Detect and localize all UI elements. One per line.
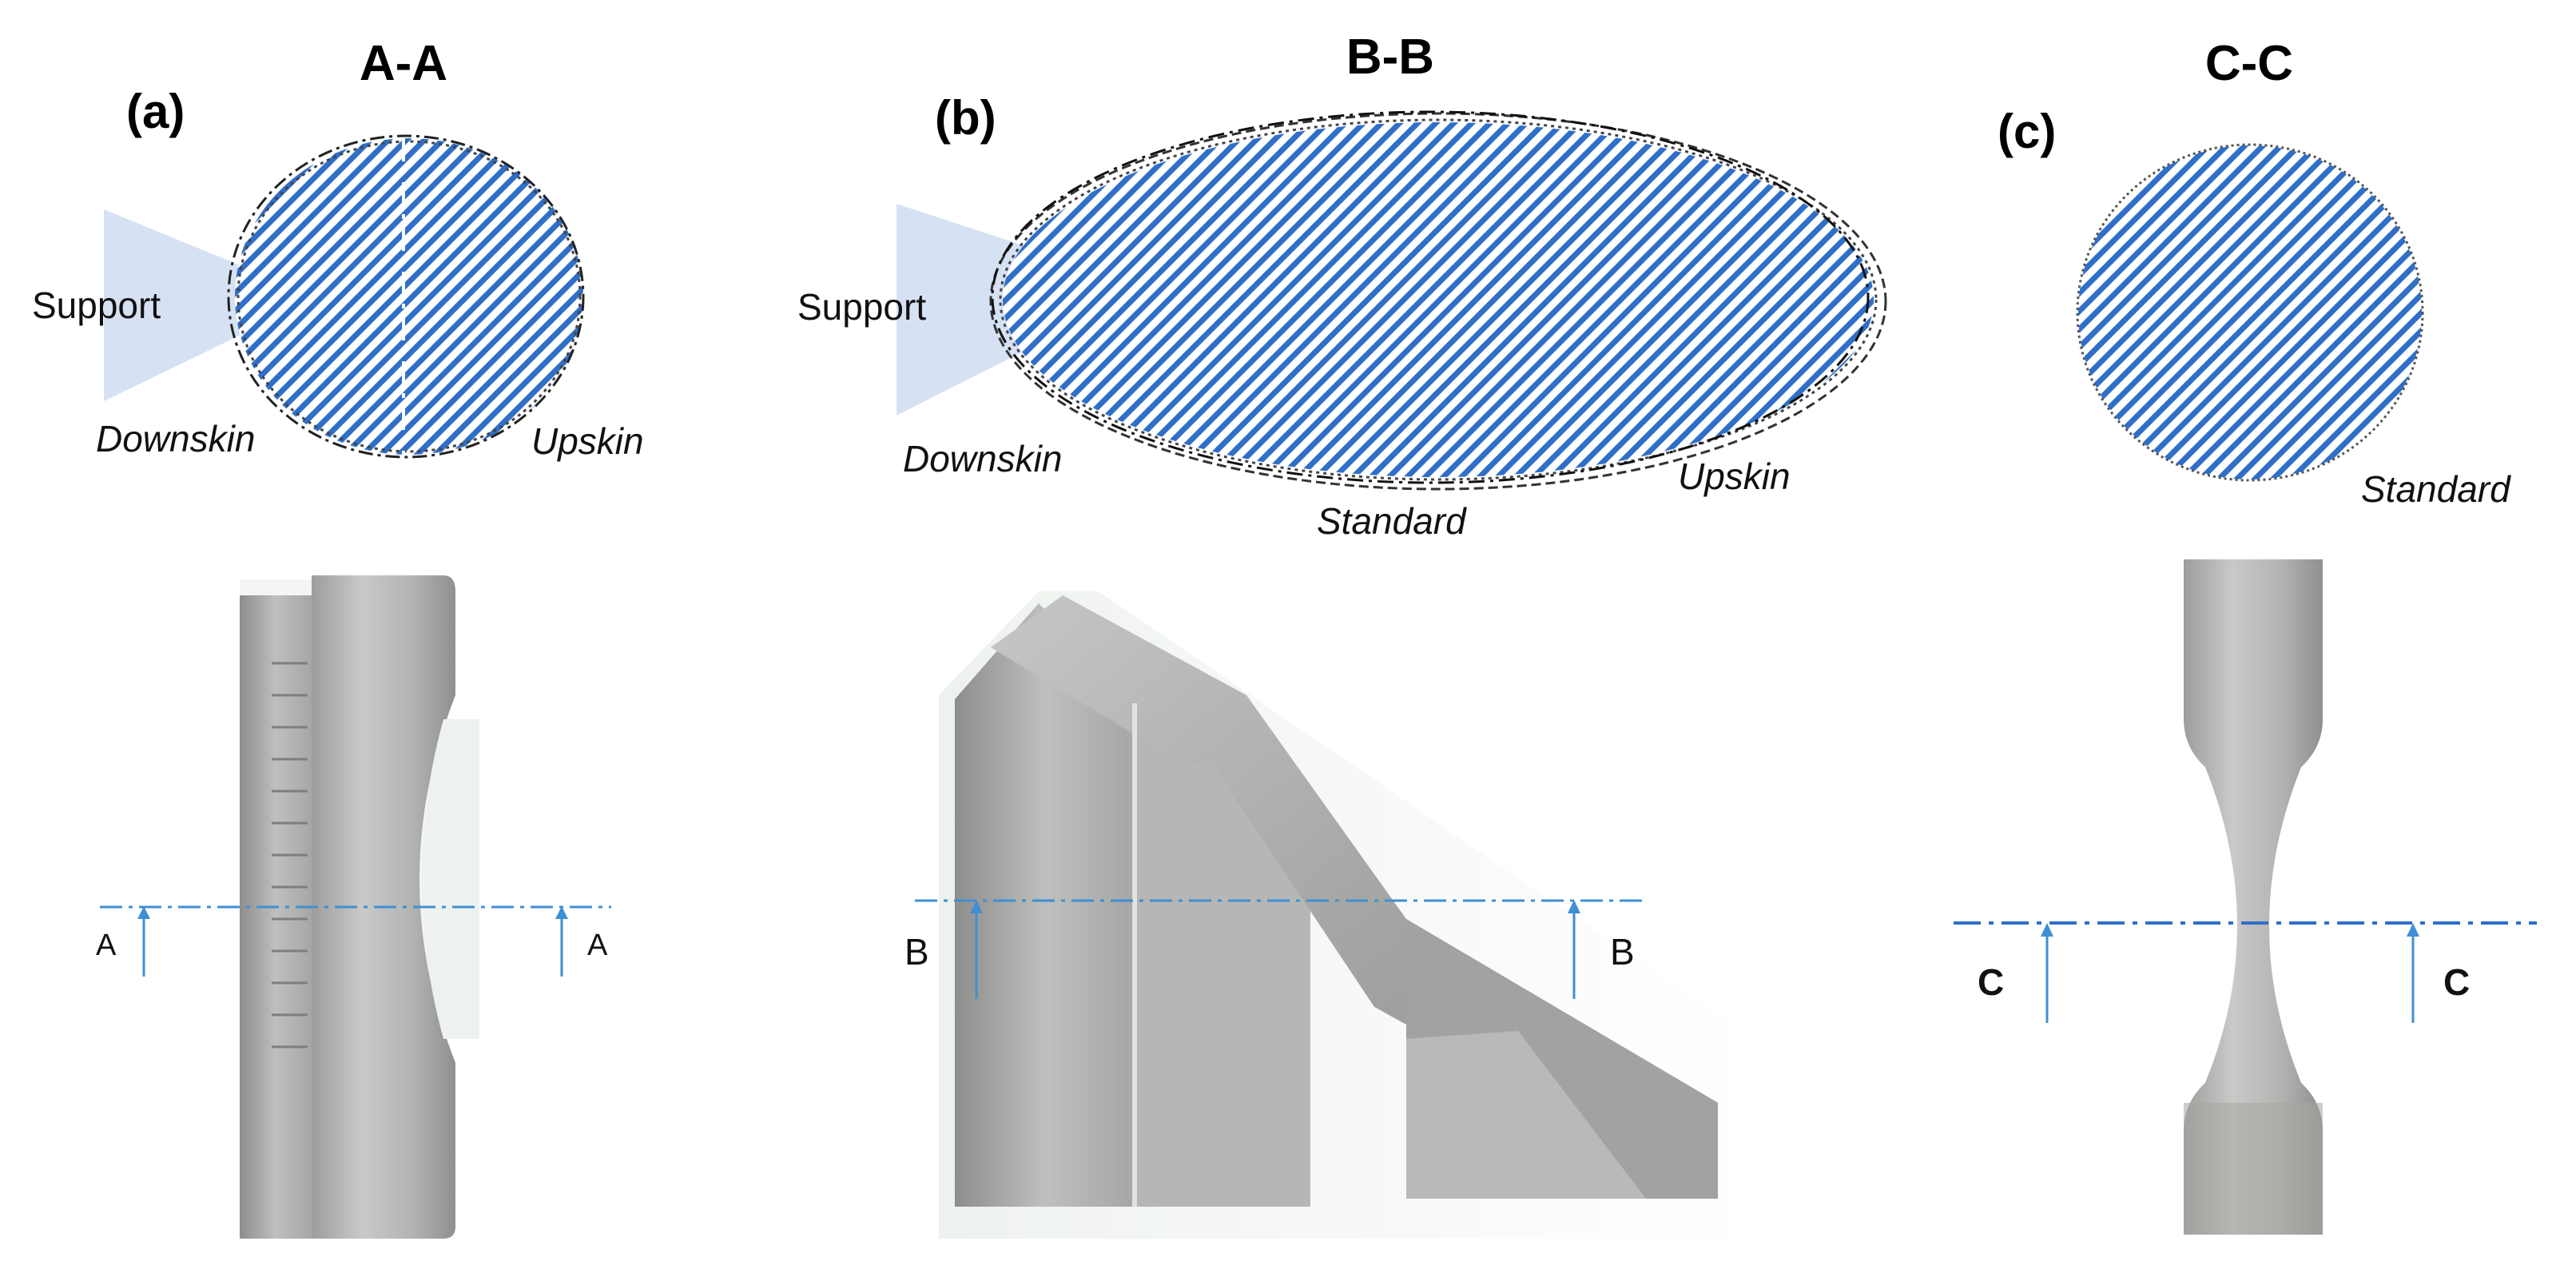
panel-a-upskin-label: Upskin [531,420,644,462]
panel-a-arrowhead-left [137,906,150,919]
panel-a-arrowhead-right [555,906,568,919]
panel-b-cross-section [1003,122,1874,477]
panel-a: A-A (a) Support Downskin Upskin [32,36,644,1239]
panel-c-standard-label: Standard [2361,468,2511,510]
panel-c-cross-section [2078,145,2422,479]
panel-b-support-label: Support [797,286,926,328]
panel-b-arrowhead-left [970,900,983,913]
panel-b-upskin-outline [989,112,1887,491]
panel-b-standard-label: Standard [1317,500,1467,542]
panel-a-support-wedge [104,209,256,401]
panel-c-arrowhead-left [2041,923,2053,937]
panel-a-label: (a) [126,85,185,138]
panel-b-title: B-B [1346,30,1434,85]
panel-c-section-left: C [1978,961,2004,1003]
panel-a-downskin-label: Downskin [96,418,255,459]
panel-b-support-wedge [896,204,1055,416]
panel-c-label: (c) [1998,105,2056,158]
panel-c: C-C (c) Standard C C [1954,36,2537,1235]
panel-b-downskin-outline [991,110,1870,484]
panel-c-arrowhead-right [2407,923,2419,937]
panel-c-title: C-C [2205,36,2293,91]
panel-a-actual-outline [227,134,585,459]
panel-c-section-right: C [2443,961,2470,1003]
panel-b-downskin-label: Downskin [903,438,1062,479]
panel-b-arrowhead-right [1568,900,1580,913]
panel-a-section-left: A [96,929,117,962]
panel-b-specimen [939,591,1754,1239]
panel-c-standard-outline [2076,143,2424,482]
panel-b-standard-outline [999,118,1878,481]
panel-b-label: (b) [935,91,996,145]
panel-c-specimen [2184,559,2323,1235]
panel-a-title: A-A [360,36,447,91]
panel-b-section-left: B [904,931,929,973]
panel-a-section-right: A [587,929,608,962]
panel-b: B-B (b) Support Downskin Upskin Standard… [797,30,1887,1239]
panel-b-upskin-label: Upskin [1678,456,1791,497]
panel-b-section-right: B [1610,931,1635,973]
panel-a-standard-outline [237,140,582,453]
panel-a-support-label: Support [32,284,161,326]
panel-a-cross-section [235,138,583,455]
